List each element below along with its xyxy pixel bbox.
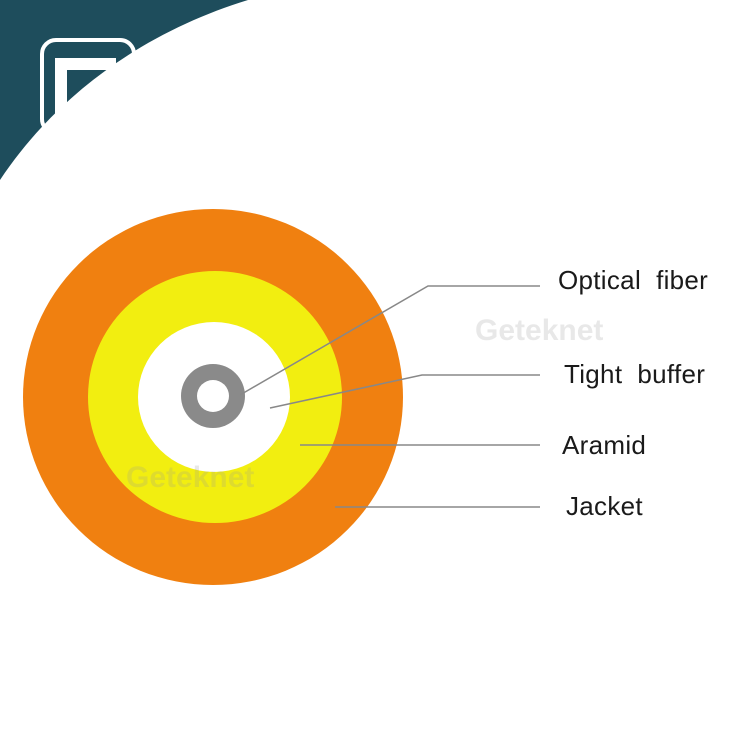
brand-corner: CABLING [0,0,248,180]
watermark-upper: Geteknet [475,314,603,347]
label-aramid: Aramid [562,430,646,460]
watermark-lower: Geteknet [126,461,254,494]
logo-icon [40,38,136,135]
brand-corner-background [0,0,248,180]
leader-lines [239,285,540,508]
brand-name: CABLING [41,139,135,159]
label-jacket: Jacket [566,491,643,521]
optical-fiber-leader [239,285,540,396]
cable-cross-section [23,209,403,585]
label-tight-buffer: Tight buffer [564,359,705,389]
label-optical-fiber: Optical fiber [558,265,708,295]
optical-fiber-core [197,380,229,412]
tight-buffer-leader [269,374,540,409]
